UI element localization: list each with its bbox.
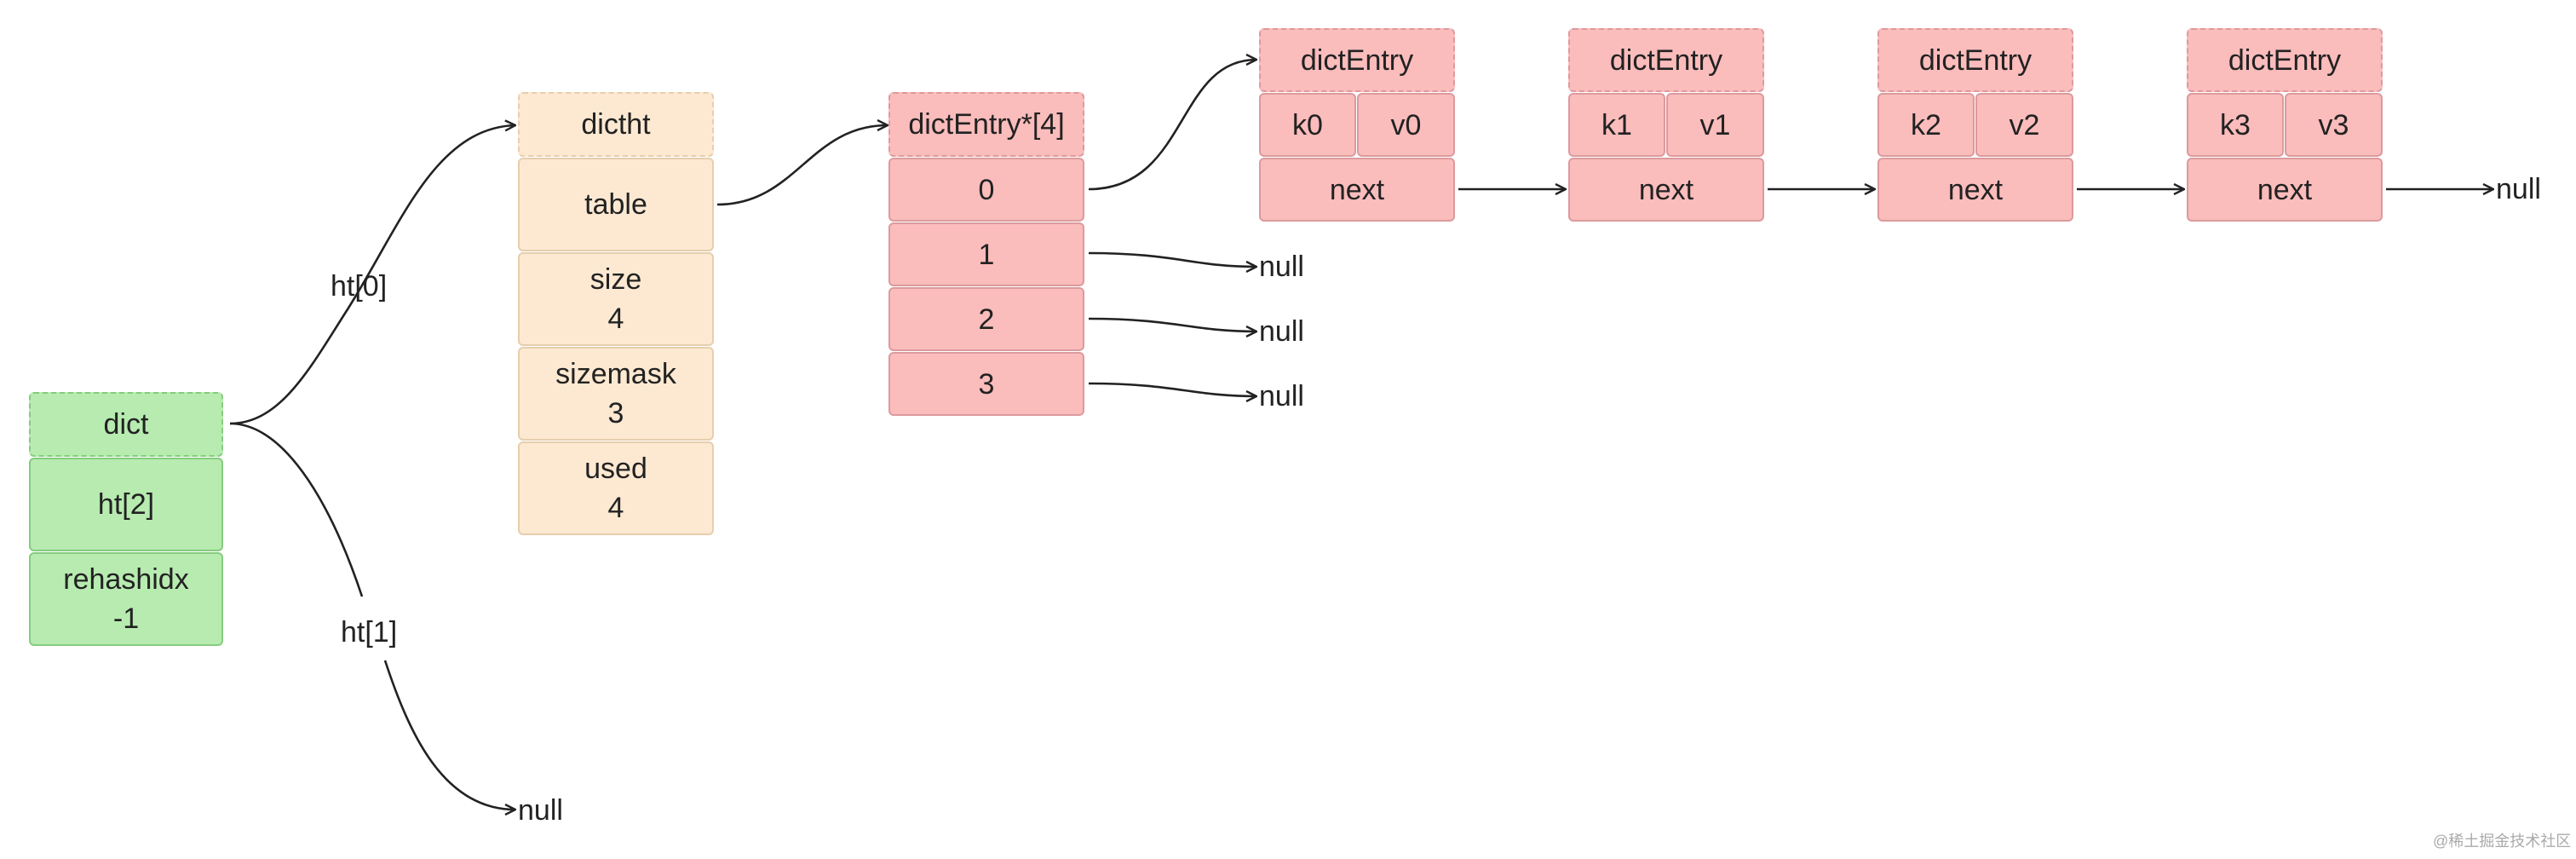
entry2-next: next bbox=[1877, 158, 2073, 222]
sizemask-value: 3 bbox=[607, 397, 624, 430]
table-header: dictEntry*[4] bbox=[888, 92, 1084, 157]
used-label: used bbox=[584, 453, 647, 485]
entry1-next: next bbox=[1568, 158, 1764, 222]
entry0-value: v0 bbox=[1357, 93, 1455, 157]
slot3-null-arrow bbox=[1088, 382, 1256, 396]
entry0-header: dictEntry bbox=[1259, 28, 1455, 92]
dict-header: dict bbox=[29, 392, 223, 457]
dictht-sizemask-field: sizemask 3 bbox=[518, 347, 714, 441]
size-label: size bbox=[589, 263, 642, 296]
entry3-key: k3 bbox=[2187, 93, 2284, 157]
slot1-null-arrow bbox=[1088, 251, 1256, 267]
ht0-arrow bbox=[229, 125, 515, 425]
entry3-header: dictEntry bbox=[2187, 28, 2383, 92]
sizemask-label: sizemask bbox=[555, 358, 676, 390]
entry3-next: next bbox=[2187, 158, 2383, 222]
rehashidx-value: -1 bbox=[112, 602, 140, 635]
table-slot-2: 2 bbox=[888, 287, 1084, 351]
chain-end-null: null bbox=[2496, 173, 2541, 205]
dict-ht-field: ht[2] bbox=[29, 458, 223, 551]
ht1-arrow bbox=[229, 422, 515, 810]
dict-rehashidx-field: rehashidx -1 bbox=[29, 552, 223, 646]
entry1-key: k1 bbox=[1568, 93, 1665, 157]
size-value: 4 bbox=[607, 303, 624, 335]
ht1-label: ht[1] bbox=[341, 616, 398, 649]
dictht-header: dictht bbox=[518, 92, 714, 157]
slot3-null: null bbox=[1259, 380, 1304, 412]
slot0-arrow bbox=[1088, 60, 1256, 191]
slot2-null-arrow bbox=[1088, 317, 1256, 331]
dictht-used-field: used 4 bbox=[518, 441, 714, 535]
rehashidx-label: rehashidx bbox=[63, 563, 189, 596]
ht0-label: ht[0] bbox=[331, 270, 388, 303]
entry1-header: dictEntry bbox=[1568, 28, 1764, 92]
entry2-value: v2 bbox=[1975, 93, 2073, 157]
entry1-value: v1 bbox=[1666, 93, 1764, 157]
dictht-table-field: table bbox=[518, 158, 714, 251]
watermark: @稀土掘金技术社区 bbox=[2433, 833, 2572, 850]
entry2-key: k2 bbox=[1877, 93, 1975, 157]
table-slot-0: 0 bbox=[888, 158, 1084, 222]
used-value: 4 bbox=[607, 492, 624, 524]
table-slot-1: 1 bbox=[888, 222, 1084, 286]
table-arrow bbox=[716, 125, 888, 206]
table-slot-3: 3 bbox=[888, 352, 1084, 416]
slot2-null: null bbox=[1259, 315, 1304, 348]
dictht-size-field: size 4 bbox=[518, 252, 714, 346]
ht1-null: null bbox=[518, 794, 563, 827]
slot1-null: null bbox=[1259, 251, 1304, 283]
entry2-header: dictEntry bbox=[1877, 28, 2073, 92]
entry0-key: k0 bbox=[1259, 93, 1356, 157]
entry0-next: next bbox=[1259, 158, 1455, 222]
entry3-value: v3 bbox=[2285, 93, 2383, 157]
